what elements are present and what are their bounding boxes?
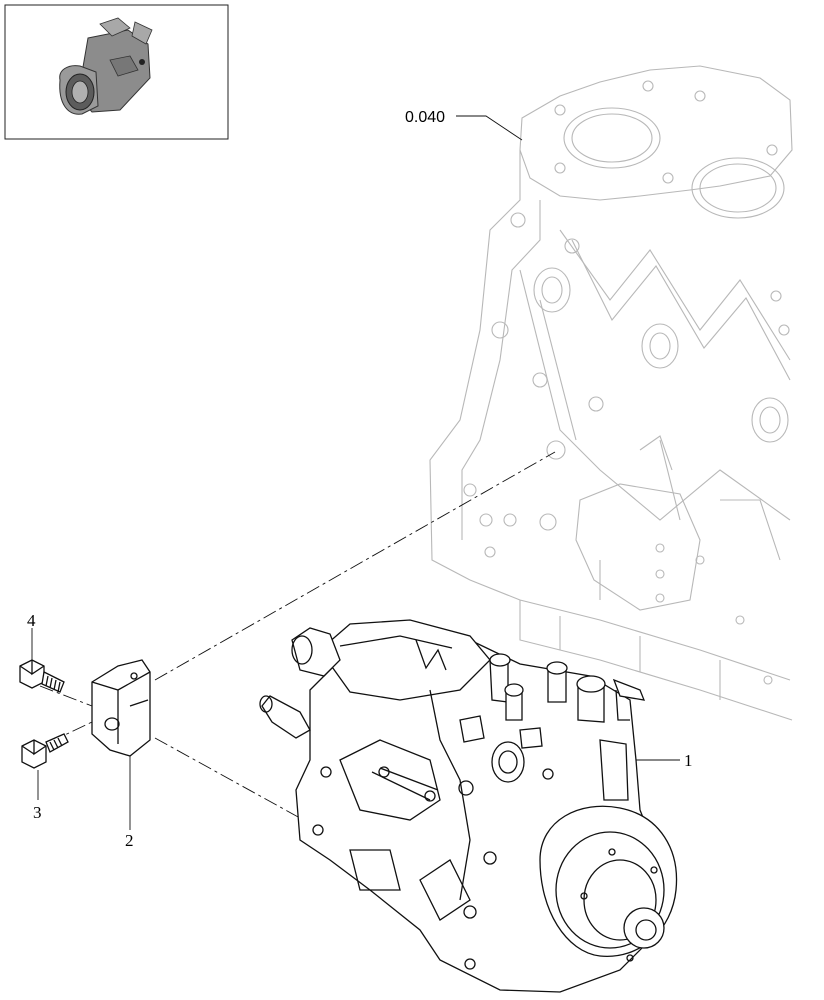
injection-pump-assembly-icon [59, 17, 153, 115]
callout-leaders [31, 628, 680, 830]
thumbnail-panel [4, 4, 229, 140]
fuel-injection-pump [259, 619, 678, 993]
callout-4: 4 [27, 611, 36, 630]
reference-leader [456, 115, 523, 141]
callout-2: 2 [125, 831, 134, 850]
reference-code: 0.040 [405, 109, 445, 126]
callout-3: 3 [33, 803, 42, 822]
callout-1: 1 [684, 751, 693, 770]
bolt-lower [21, 733, 69, 769]
bracket [91, 659, 151, 757]
engine-block [429, 65, 793, 721]
bolt-icon [21, 733, 69, 769]
bracket-icon [91, 659, 151, 757]
engine-block-icon [429, 65, 793, 721]
fuel-injection-pump-icon [259, 619, 678, 993]
